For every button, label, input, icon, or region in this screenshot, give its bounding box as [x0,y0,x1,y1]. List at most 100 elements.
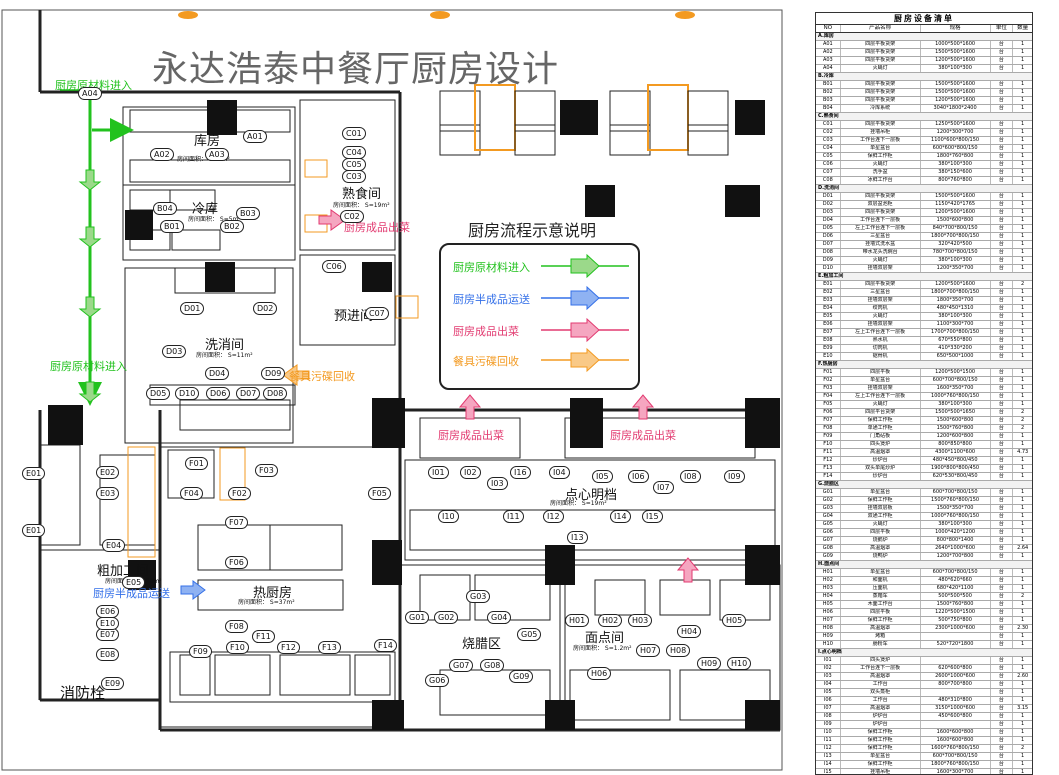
cell-spec: 1200*700*800 [921,553,991,560]
cell-unit: 台 [991,193,1014,200]
cell-name: 四层平板货架 [841,81,921,88]
equip-tag: B01 [160,220,184,233]
cell-name: 四层平板货架 [841,121,921,128]
equip-tag: G02 [434,611,459,624]
cell-no: C01 [816,121,841,128]
cell-no: I02 [816,665,841,672]
cell-qty: 1 [1021,193,1025,199]
cell-unit: 台 [991,121,1014,128]
cell-name: 绞肉机 [841,305,921,312]
room-pre-entry: 预进间 [334,309,374,324]
cell-name: 四层平板 [841,529,921,536]
area-dishwashing: 房间面积： S=11m² [196,352,253,359]
equip-tag: C07 [365,307,389,320]
cell-unit: 台 [991,489,1014,496]
cell-unit: 台 [991,305,1014,312]
cell-qty: 1 [1021,217,1025,223]
cell-spec: 1500*760*800/150 [921,497,991,504]
equip-tag: H09 [697,657,722,670]
area-pastry: 房间面积： S=1.2m² [573,645,632,652]
cell-unit: 台 [991,169,1014,176]
cell-no: E07 [816,329,841,336]
cell-unit: 台 [991,89,1014,96]
equipment-section-row: E.粗加工间 [816,273,1032,281]
cell-unit: 台 [991,673,1014,680]
cell-unit: 台 [991,257,1014,264]
cell-spec: 450*600*800 [921,713,991,720]
cell-unit: 台 [991,57,1014,64]
cell-name: 保鲜工作柜 [841,153,921,160]
equipment-section-row: B.冷库 [816,73,1032,81]
cell-spec: 1200*600*800 [921,433,991,440]
cell-unit: 台 [991,337,1014,344]
equipment-section-row: H.面点间 [816,561,1032,569]
cell-spec: 480*310*800 [921,697,991,704]
cell-qty: 1 [1021,337,1025,343]
cell-spec: 380*100*300 [921,521,991,528]
cell-name: 单星盆台 [841,569,921,576]
cell-qty: 1 [1021,225,1025,231]
cell-spec: 320*420*500 [921,241,991,248]
cell-spec: 1600*350*700 [921,385,991,392]
cell-unit: 台 [991,529,1014,536]
cell-spec: 1500*760*800 [921,425,991,432]
legend-arrows [541,253,629,373]
cell-unit: 台 [991,321,1014,328]
cell-spec: 1800*700*800/150 [921,233,991,240]
cell-qty: 1 [1021,505,1025,511]
cell-no: I11 [816,737,841,744]
equip-tag: H07 [636,644,661,657]
equip-tag: E02 [96,466,120,479]
cell-name: 四头煲炉 [841,657,921,664]
cell-unit: 台 [991,569,1014,576]
cell-name: 单星盆台 [841,489,921,496]
cell-unit: 台 [991,761,1014,768]
cell-name: 挂墙双层板 [841,505,921,512]
area-cooked-food: 房间面积： S=19m² [333,202,390,209]
cell-qty: 1 [1021,249,1025,255]
cell-no: E06 [816,321,841,328]
equip-tag: I12 [543,510,564,523]
cell-name: 烧鹅炉 [841,537,921,544]
cell-no: G07 [816,537,841,544]
cell-no: F03 [816,385,841,392]
cell-no: H04 [816,593,841,600]
equip-tag: F03 [255,464,278,477]
cell-spec: 1500*500*1600 [921,193,991,200]
cell-no: D07 [816,241,841,248]
area-hot-kitchen: 房间面积： S=37m² [238,599,295,606]
cell-name: 四层平板货架 [841,281,921,288]
cell-no: E05 [816,313,841,320]
equip-tag: G04 [487,611,512,624]
cell-name: 保鲜工作柜 [841,417,921,424]
cell-qty: 1 [1021,289,1025,295]
cell-no: E03 [816,297,841,304]
cell-spec: 620*600*800 [921,665,991,672]
equip-tag: C01 [342,127,366,140]
cell-qty: 2.64 [1017,545,1029,551]
cell-name: 工作台连下一层板 [841,137,921,144]
cell-name: 双通工作柜 [841,513,921,520]
cell-spec: 1600*600*800 [921,737,991,744]
equip-tag: F09 [189,645,212,658]
cell-unit: 台 [991,753,1014,760]
section-label: F.热厨房 [818,361,838,367]
cell-unit: 台 [991,105,1014,112]
cell-qty: 1 [1021,761,1025,767]
cell-no: G06 [816,529,841,536]
cell-name: 四层平板货架 [841,89,921,96]
